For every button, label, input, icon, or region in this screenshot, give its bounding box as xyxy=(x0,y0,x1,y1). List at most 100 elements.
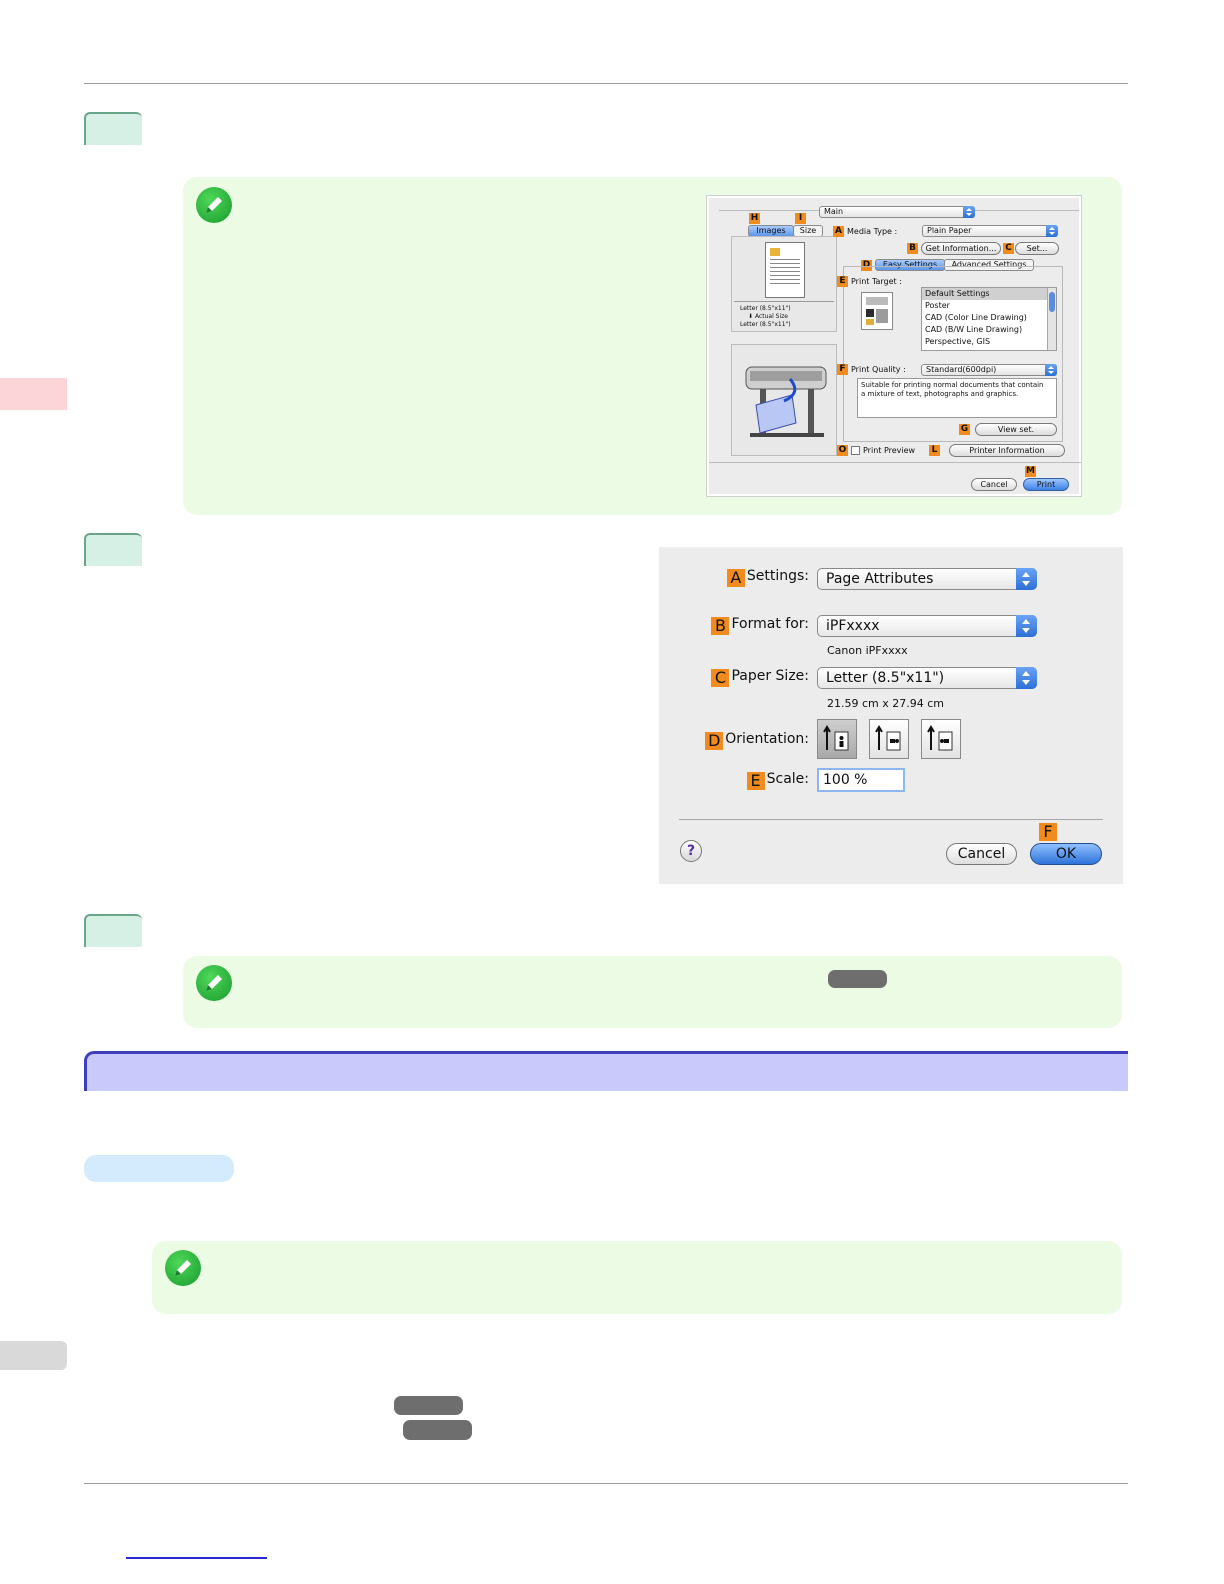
set-button[interactable]: Set... xyxy=(1015,242,1059,255)
list-item[interactable]: Perspective, GIS xyxy=(925,337,991,346)
list-item[interactable]: CAD (Color Line Drawing) xyxy=(925,313,1027,322)
pencil-note-icon xyxy=(165,1250,201,1286)
tag-a: A xyxy=(833,226,844,237)
footer-link[interactable] xyxy=(126,1557,267,1559)
chapter-side-tab[interactable] xyxy=(0,378,67,410)
page-thumbnail xyxy=(765,242,805,298)
reference-button-1[interactable] xyxy=(394,1396,463,1415)
pencil-note-icon xyxy=(196,965,232,1001)
cross-reference-button[interactable] xyxy=(828,970,887,988)
tag-g: G xyxy=(959,424,970,435)
paper-size-label-text: Paper Size: xyxy=(731,668,809,684)
format-for-popup[interactable]: iPFxxxx xyxy=(817,615,1037,637)
landscape-right-icon xyxy=(927,725,953,751)
panel-popup-label: Main xyxy=(824,207,844,216)
tag-b: B xyxy=(907,243,918,254)
step-tab-1 xyxy=(84,112,142,145)
printer-information-button[interactable]: Printer Information xyxy=(949,444,1065,457)
step-tab-2 xyxy=(84,533,142,566)
print-preview-checkbox[interactable] xyxy=(851,446,860,455)
down-arrow-icon: ⬇ xyxy=(748,313,755,320)
description-line1: Suitable for printing normal documents t… xyxy=(861,381,1044,389)
section-heading-bar xyxy=(84,1051,1128,1091)
scale-input[interactable]: 100 % xyxy=(817,768,905,792)
tag-a: A xyxy=(726,569,745,587)
footer-rule xyxy=(84,1483,1128,1484)
header-rule xyxy=(84,83,1128,84)
popup-arrows-icon xyxy=(1045,364,1057,376)
orientation-landscape-right-button[interactable] xyxy=(921,719,961,759)
settings-label-text: Settings: xyxy=(746,568,809,584)
subheading-pill xyxy=(84,1155,234,1182)
easy-settings-tab[interactable]: Easy Settings xyxy=(875,259,945,271)
reference-button-2[interactable] xyxy=(403,1420,472,1440)
print-target-list[interactable]: Default Settings Poster CAD (Color Line … xyxy=(921,287,1057,351)
cancel-button[interactable]: Cancel xyxy=(946,843,1017,865)
size-info-line3: Letter (8.5"x11") xyxy=(740,321,791,328)
format-for-value: iPFxxxx xyxy=(826,618,880,634)
landscape-left-icon xyxy=(875,725,901,751)
view-set-button[interactable]: View set. xyxy=(975,423,1057,436)
scroll-thumb[interactable] xyxy=(1049,292,1055,312)
step-tab-3 xyxy=(84,914,142,947)
quality-description: Suitable for printing normal documents t… xyxy=(857,378,1057,418)
print-target-thumbnail xyxy=(861,292,893,330)
printer-illustration xyxy=(731,344,837,456)
size-info-line2-text: Actual Size xyxy=(754,313,788,320)
print-quality-label: Print Quality : xyxy=(851,365,906,374)
note-box-3 xyxy=(152,1241,1122,1314)
popup-arrows-icon xyxy=(1016,568,1037,590)
help-button[interactable]: ? xyxy=(680,840,702,862)
dialog-divider xyxy=(679,819,1103,820)
list-item[interactable]: Poster xyxy=(925,301,950,310)
layout-preview-panel: Letter (8.5"x11") ⬇ Actual Size Letter (… xyxy=(731,236,837,332)
note-box-2 xyxy=(183,956,1122,1028)
media-type-popup[interactable]: Plain Paper xyxy=(922,225,1058,237)
panel-popup[interactable]: Main xyxy=(819,206,975,218)
easy-settings-panel xyxy=(843,266,1063,442)
scale-label-text: Scale: xyxy=(766,771,809,787)
cancel-button[interactable]: Cancel xyxy=(971,478,1017,491)
advanced-settings-tab[interactable]: Advanced Settings xyxy=(944,259,1034,271)
tag-e: E xyxy=(837,276,848,287)
print-quality-popup[interactable]: Standard(600dpi) xyxy=(921,364,1057,376)
tag-m: M xyxy=(1025,466,1036,477)
print-button[interactable]: Print xyxy=(1023,478,1069,491)
size-info-line2: ⬇ Actual Size xyxy=(748,313,788,320)
tag-c: C xyxy=(1003,243,1014,254)
get-information-button[interactable]: Get Information... xyxy=(921,242,1001,255)
tag-e: E xyxy=(746,772,765,790)
description-line2: a mixture of text, photographs and graph… xyxy=(861,390,1019,398)
paper-size-value: Letter (8.5"x11") xyxy=(826,670,945,686)
popup-arrows-icon xyxy=(1016,615,1037,637)
list-item[interactable]: Default Settings xyxy=(922,288,1056,300)
media-type-value: Plain Paper xyxy=(927,226,972,235)
list-item[interactable]: CAD (B/W Line Drawing) xyxy=(925,325,1023,334)
footer-divider xyxy=(709,462,1081,463)
paper-size-popup[interactable]: Letter (8.5"x11") xyxy=(817,667,1037,689)
orientation-label-text: Orientation: xyxy=(725,731,809,747)
orientation-portrait-button[interactable] xyxy=(817,719,857,759)
tag-i: I xyxy=(795,213,806,224)
list-scrollbar[interactable] xyxy=(1047,288,1056,350)
popup-arrows-icon xyxy=(1046,225,1058,237)
tag-b: B xyxy=(711,617,730,635)
tag-c: C xyxy=(711,669,730,687)
tag-f: F xyxy=(1039,823,1057,841)
settings-popup[interactable]: Page Attributes xyxy=(817,568,1037,590)
tag-h: H xyxy=(749,213,760,224)
paper-size-sub: 21.59 cm x 27.94 cm xyxy=(827,697,945,710)
print-target-label: Print Target : xyxy=(851,277,902,286)
format-for-sub: Canon iPFxxxx xyxy=(827,644,908,657)
index-side-tab[interactable] xyxy=(0,1341,67,1370)
print-preview-label: Print Preview xyxy=(863,446,916,455)
orientation-landscape-left-button[interactable] xyxy=(869,719,909,759)
print-dialog-screenshot: Main H I Images Size Letter (8.5"x11") ⬇… xyxy=(706,195,1082,497)
ok-button[interactable]: OK xyxy=(1030,843,1102,865)
tag-o: O xyxy=(837,445,848,456)
pencil-note-icon xyxy=(196,187,232,223)
